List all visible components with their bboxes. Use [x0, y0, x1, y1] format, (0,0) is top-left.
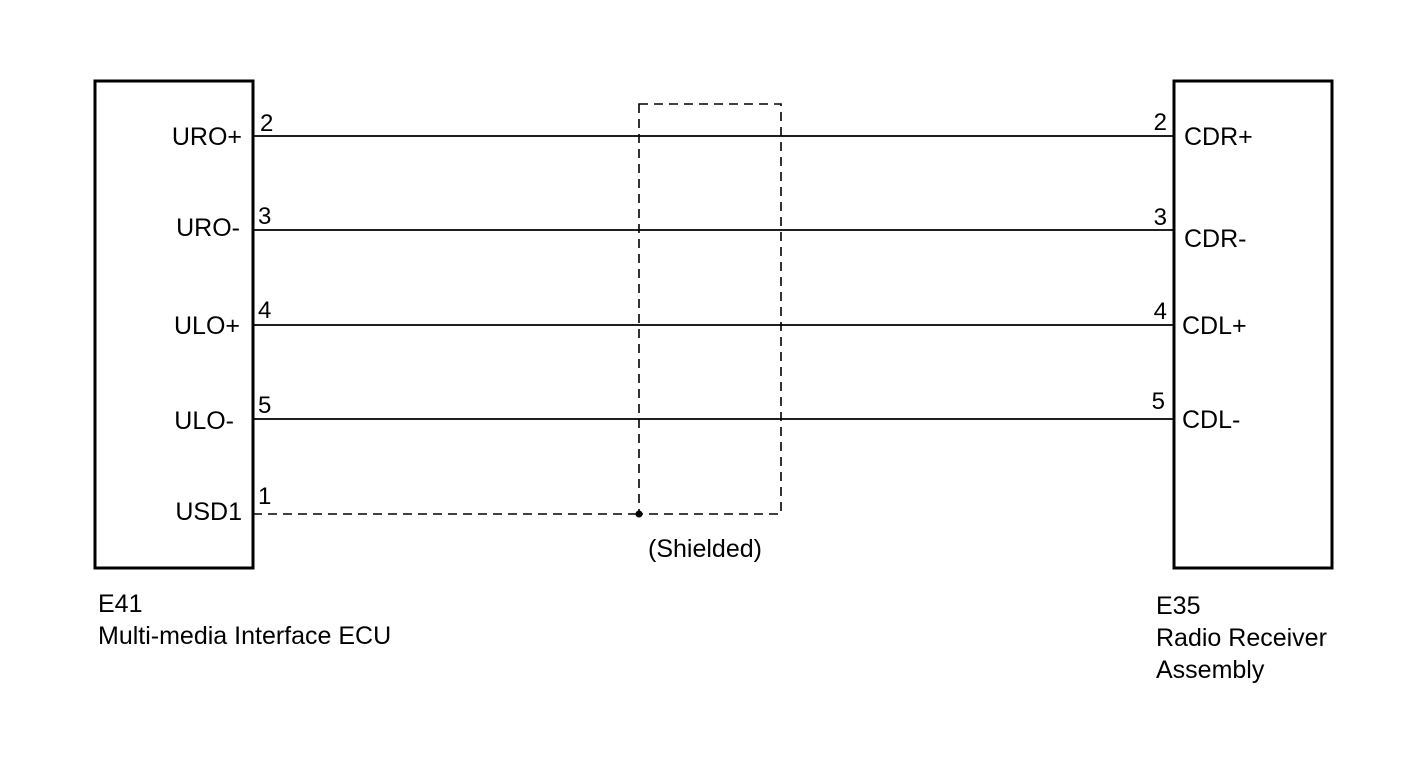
left-pin-number: 4 — [258, 297, 271, 324]
left-pin-label: URO- — [176, 214, 240, 242]
left-pin-label: ULO+ — [174, 312, 240, 340]
right-pin-label: CDL+ — [1182, 312, 1247, 340]
left-pin-number: 5 — [258, 392, 271, 419]
right-pin-number: 2 — [1154, 109, 1167, 136]
right-pin-label: CDL- — [1182, 406, 1240, 434]
right-connector-code: E35 — [1156, 592, 1200, 620]
left-pin-number: 3 — [258, 203, 271, 230]
right-component-name-line: Assembly — [1156, 656, 1265, 684]
right-pin-number: 4 — [1154, 298, 1167, 325]
left-pin-label: USD1 — [175, 498, 242, 526]
right-pin-number: 5 — [1152, 388, 1165, 415]
shield-junction-dot — [635, 510, 643, 518]
left-pin-number: 1 — [258, 483, 271, 510]
left-connector-code: E41 — [98, 590, 142, 618]
left-pin-label: ULO- — [174, 407, 234, 435]
left-pin-number: 2 — [260, 110, 273, 137]
left-component-name: Multi-media Interface ECU — [98, 622, 391, 650]
right-pin-label: CDR+ — [1184, 123, 1253, 151]
shield-enclosure — [638, 103, 782, 515]
shield-label: (Shielded) — [648, 535, 762, 563]
right-pin-label: CDR- — [1184, 225, 1247, 253]
right-pin-number: 3 — [1154, 204, 1167, 231]
left-pin-label: URO+ — [172, 123, 242, 151]
right-component-name-line: Radio Receiver — [1156, 624, 1327, 652]
